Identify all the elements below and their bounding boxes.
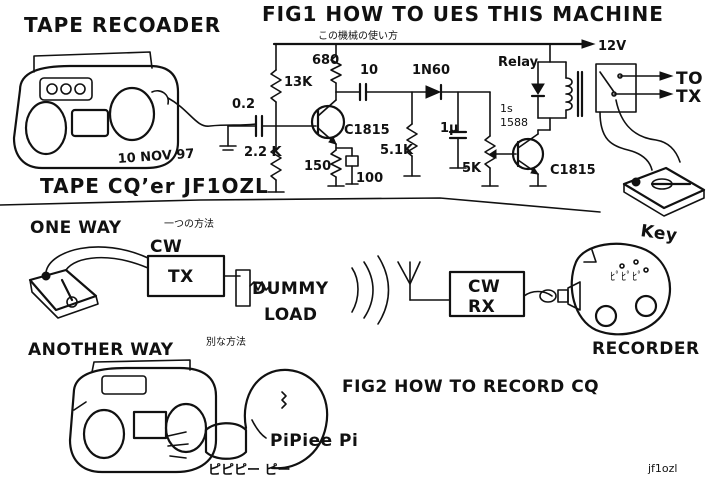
cw-rx-label-1: CW [468,277,500,297]
fig2-recorder-icon [570,242,672,336]
device-label: TAPE CQ’er JF1OZL [40,174,269,198]
dummy-load-label-2: LOAD [264,305,318,325]
sound-lines-icon [167,422,248,460]
fig2-title: FIG2 HOW TO RECORD CQ [342,377,599,397]
tape-recorder-label: TAPE RECOADER [24,13,221,37]
to-tx-label-2: TX [676,87,702,107]
speaker-sound-label: ﾋﾟﾋﾟﾋﾟ [610,270,643,283]
another-way-jp: 別な方法 [206,335,246,348]
person-face-icon [243,368,329,470]
cw-tx-box [146,254,271,307]
signature: jf1ozl [647,462,678,475]
sound-jp-label: ピピピー ピー [208,463,291,478]
r-150-label: 150 [304,159,331,174]
cw-tx-label-tx: TX [168,267,194,287]
cw-rx-label-2: RX [468,297,495,317]
key-label: Key [639,221,678,246]
voltage-label: 12V [598,39,626,54]
another-way-recorder-icon [68,359,218,474]
radio-waves-icon [351,255,390,325]
t2-label: C1815 [550,163,596,178]
c-100-label: 100 [356,171,383,186]
r-2k2-label: 2.2 K [244,145,283,160]
recorder-label: RECORDER [592,339,700,359]
date-label: 10 NOV 97 [117,147,195,167]
cw-tx-label-cw: CW [150,237,182,257]
c-10-label: 10 [360,63,378,78]
t1-label: C1815 [344,123,390,138]
circuit-wiring [219,39,681,193]
c-1u-label: 1μ [440,121,459,136]
tape-recorder-icon [12,51,257,170]
cw-rx-box [448,270,581,318]
fig1-subtitle-jp: この機械の使い方 [318,29,398,42]
r-680-label: 680 [312,53,339,68]
r-5k1-label: 5.1K [380,143,414,158]
relay-label: Relay [498,55,539,70]
antenna-icon [397,261,451,301]
diode-label: 1N60 [412,63,450,78]
section-divider [0,197,601,213]
c-in-label: 0.2 [232,97,255,112]
pot-label: 5K [462,161,482,176]
to-tx-label-1: TO [676,69,703,89]
t2-note-2: 1588 [500,116,528,129]
another-way-label: ANOTHER WAY [28,340,174,360]
dummy-load-label-1: DUMMY [252,279,329,299]
one-way-label: ONE WAY [30,218,122,238]
sound-label: PiPiee Pi [270,431,358,451]
t2-note-1: 1s [500,102,513,115]
fig2-key-icon [28,246,149,319]
one-way-jp: 一つの方法 [164,217,214,230]
r-13k-label: 13K [284,75,313,90]
fig1-title: FIG1 HOW TO UES THIS MACHINE [262,2,664,26]
morse-key-icon [622,166,706,217]
